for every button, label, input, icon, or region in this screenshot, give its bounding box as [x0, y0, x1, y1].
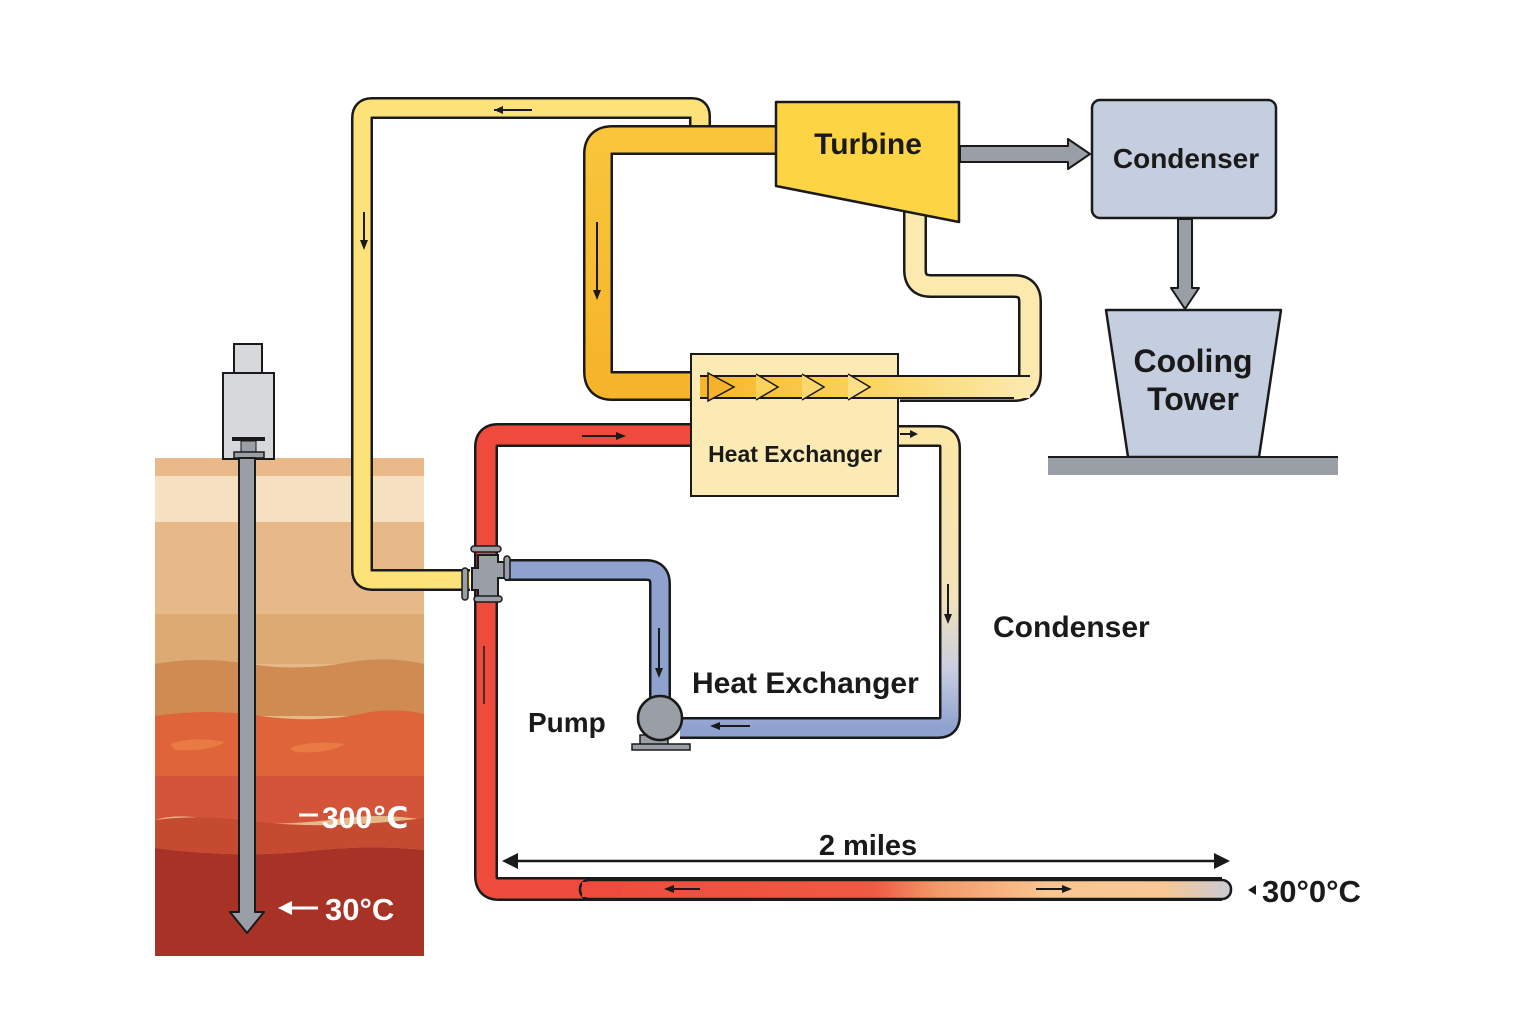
turbine-exhaust-pipe: [900, 205, 1042, 402]
cold-injection-pipe: [505, 559, 671, 700]
wellhead: [222, 343, 275, 460]
temperature-300-label: 300℃: [322, 802, 408, 835]
cooling-tower-label-line1: Cooling: [1133, 343, 1252, 379]
turbine-to-condenser-arrow: [959, 138, 1091, 170]
turbine[interactable]: Turbine: [774, 100, 961, 224]
heat-exchanger[interactable]: Heat Exchanger: [690, 353, 1030, 497]
condenser-label: Condenser: [1113, 143, 1259, 174]
pump-label: Pump: [528, 707, 606, 738]
temperature-marker-right: 30°0°C: [1248, 874, 1361, 909]
temperature-marker-30: 30°C: [278, 892, 394, 927]
condenser-side-label: Condenser: [993, 611, 1150, 644]
tee-fitting: [461, 545, 511, 603]
turbine-to-heat-exchanger-pipe: [583, 125, 780, 401]
cooled-fluid-return-pipe: [680, 425, 961, 739]
turbine-label: Turbine: [814, 128, 922, 161]
temperature-right-label: 30°0°C: [1262, 874, 1361, 909]
temperature-30-label: 30°C: [325, 892, 394, 927]
hot-brine-pipe: [474, 423, 1233, 901]
temperature-marker-300: 300℃: [299, 802, 408, 835]
heat-exchanger-side-label: Heat Exchanger: [692, 667, 919, 700]
distance-dimension: 2 miles: [502, 830, 1230, 869]
pump[interactable]: [631, 694, 691, 751]
cooling-tower[interactable]: Cooling Tower: [1048, 308, 1338, 475]
working-fluid-return-pipe: [351, 97, 711, 591]
condenser-to-cooling-tower-arrow: [1170, 218, 1200, 310]
well-shaft-arrow: [229, 457, 265, 934]
condenser[interactable]: Condenser: [1090, 98, 1278, 220]
cooling-tower-label-line2: Tower: [1147, 381, 1239, 417]
ground-cross-section: [155, 458, 424, 956]
heat-exchanger-label: Heat Exchanger: [708, 441, 882, 467]
distance-label: 2 miles: [819, 830, 917, 862]
